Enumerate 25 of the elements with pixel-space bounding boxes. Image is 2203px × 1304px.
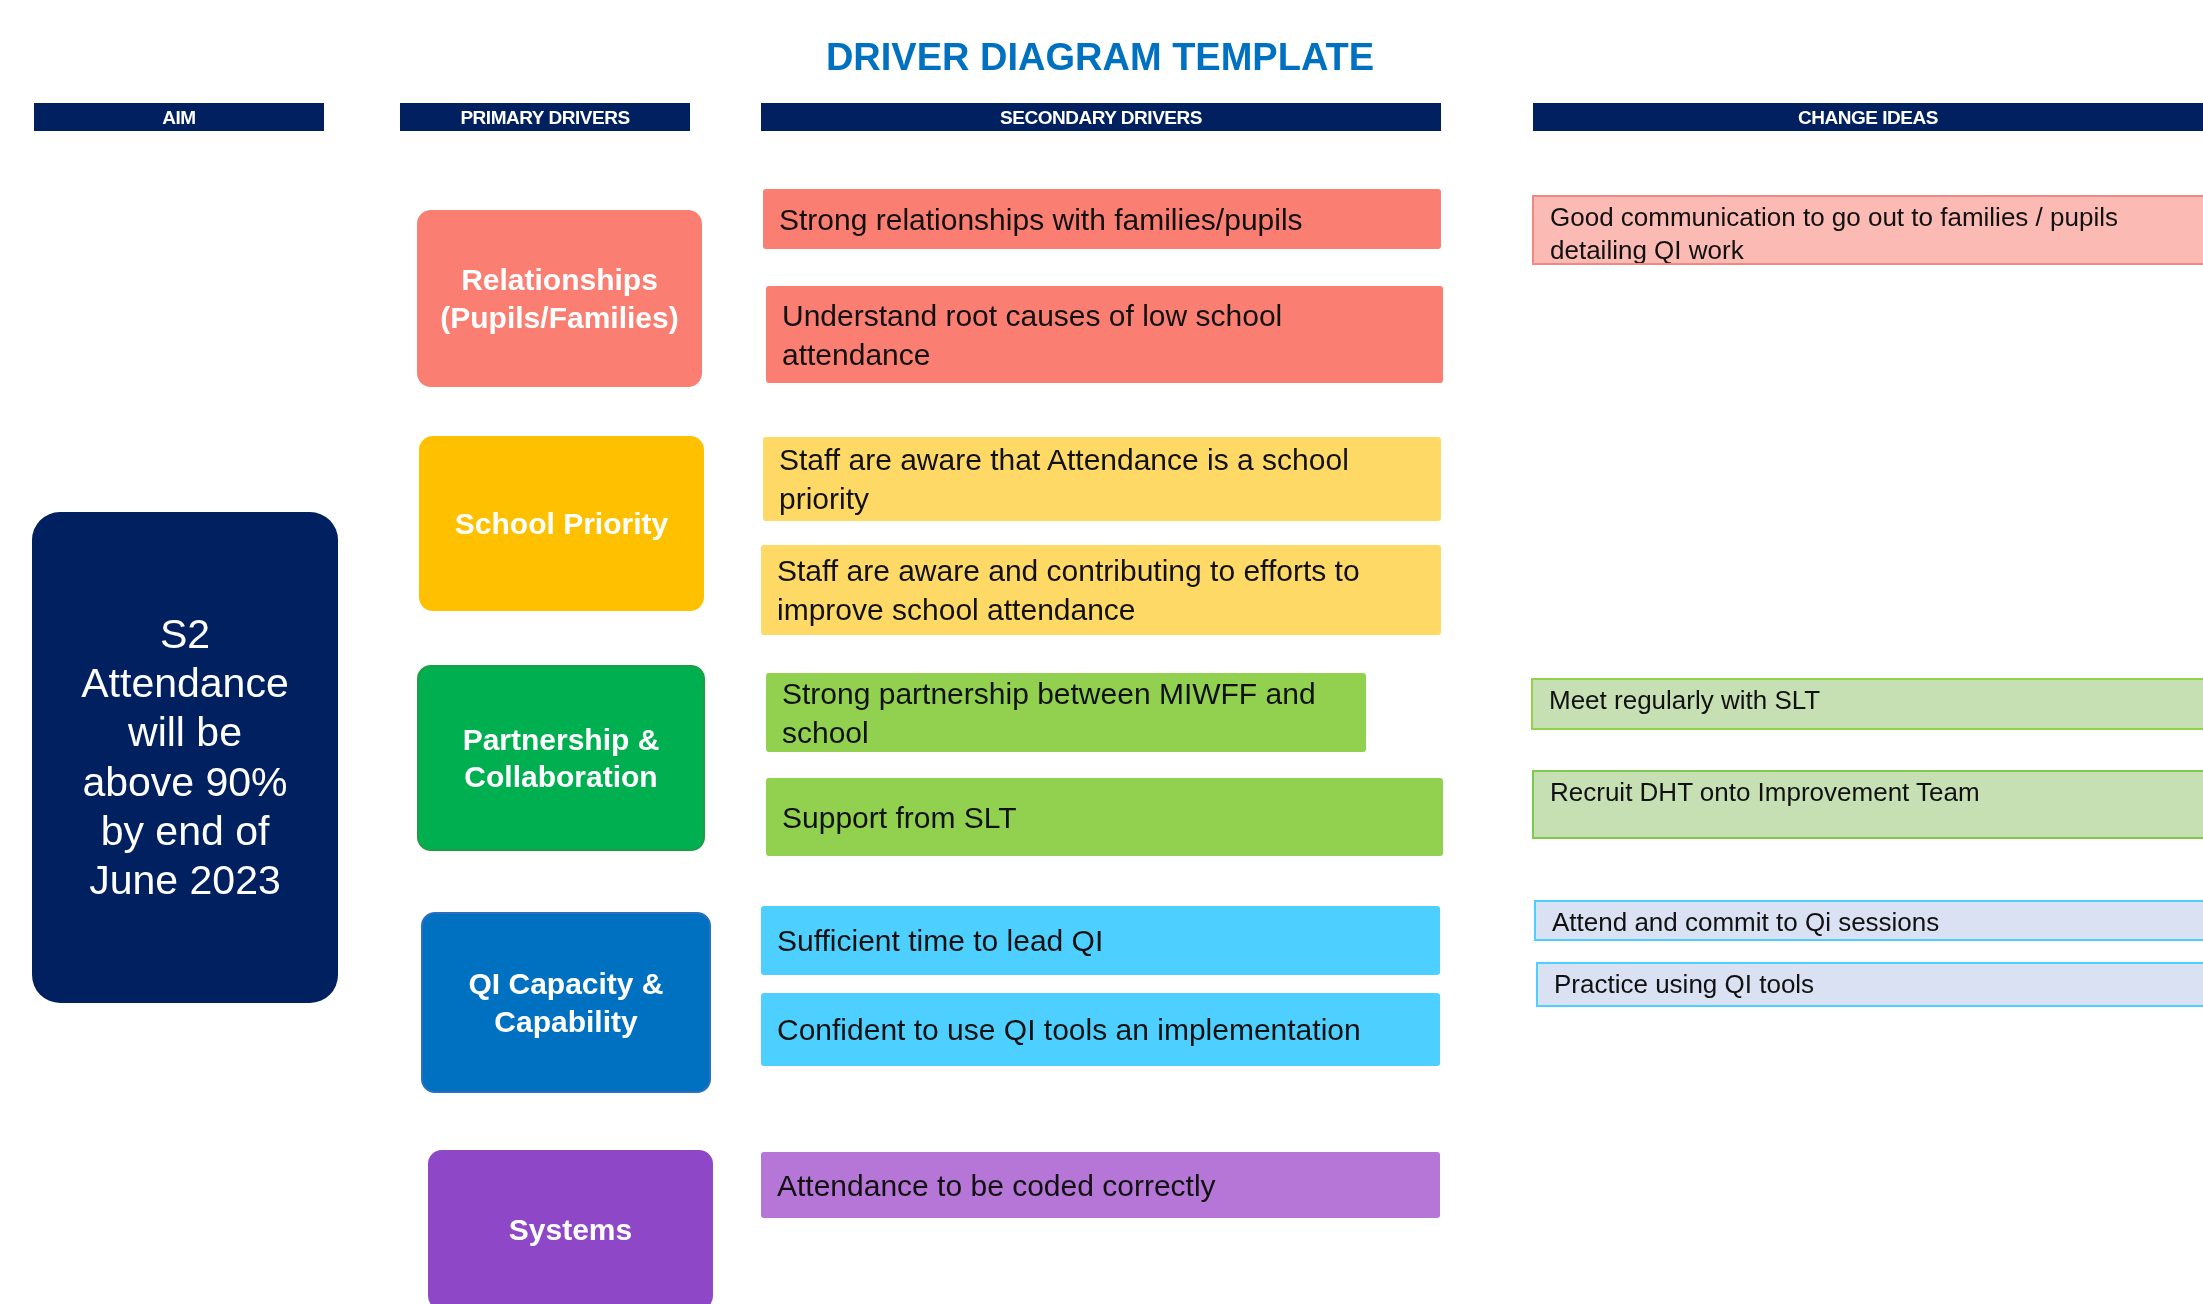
column-header-bar: AIM — [34, 103, 324, 131]
secondary-driver-box: Attendance to be coded correctly — [761, 1152, 1440, 1218]
primary-driver-box: Systems — [428, 1150, 713, 1304]
change-idea-box: Meet regularly with SLT — [1531, 678, 2203, 730]
secondary-driver-box: Staff are aware that Attendance is a school priority — [763, 437, 1441, 521]
secondary-driver-box: Support from SLT — [766, 778, 1443, 856]
secondary-driver-box: Sufficient time to lead QI — [761, 906, 1440, 975]
column-header-bar: CHANGE IDEAS — [1533, 103, 2203, 131]
secondary-driver-box: Strong relationships with families/pupils — [763, 189, 1441, 249]
secondary-driver-box: Strong partnership between MIWFF and school — [766, 673, 1366, 752]
change-idea-box: Practice using QI tools — [1536, 962, 2203, 1007]
title: DRIVER DIAGRAM TEMPLATE — [824, 38, 1376, 76]
secondary-driver-box: Staff are aware and contributing to efforts to improve school attendance — [761, 545, 1441, 635]
change-idea-box: Recruit DHT onto Improvement Team — [1532, 770, 2203, 839]
change-idea-box: Good communication to go out to families / pupils detailing QI work — [1532, 195, 2203, 265]
primary-driver-box: School Priority — [419, 436, 704, 611]
aim-box: S2 Attendance will be above 90% by end of June 2023 — [32, 512, 338, 1003]
primary-driver-box: QI Capacity & Capability — [421, 912, 711, 1093]
column-header-bar: PRIMARY DRIVERS — [400, 103, 690, 131]
primary-driver-box: Relationships (Pupils/Families) — [417, 210, 702, 387]
secondary-driver-box: Confident to use QI tools an implementation — [761, 993, 1440, 1066]
column-header-bar: SECONDARY DRIVERS — [761, 103, 1441, 131]
secondary-driver-box: Understand root causes of low school attendance — [766, 286, 1443, 383]
change-idea-box: Attend and commit to Qi sessions — [1534, 900, 2203, 941]
primary-driver-box: Partnership & Collaboration — [417, 665, 705, 851]
